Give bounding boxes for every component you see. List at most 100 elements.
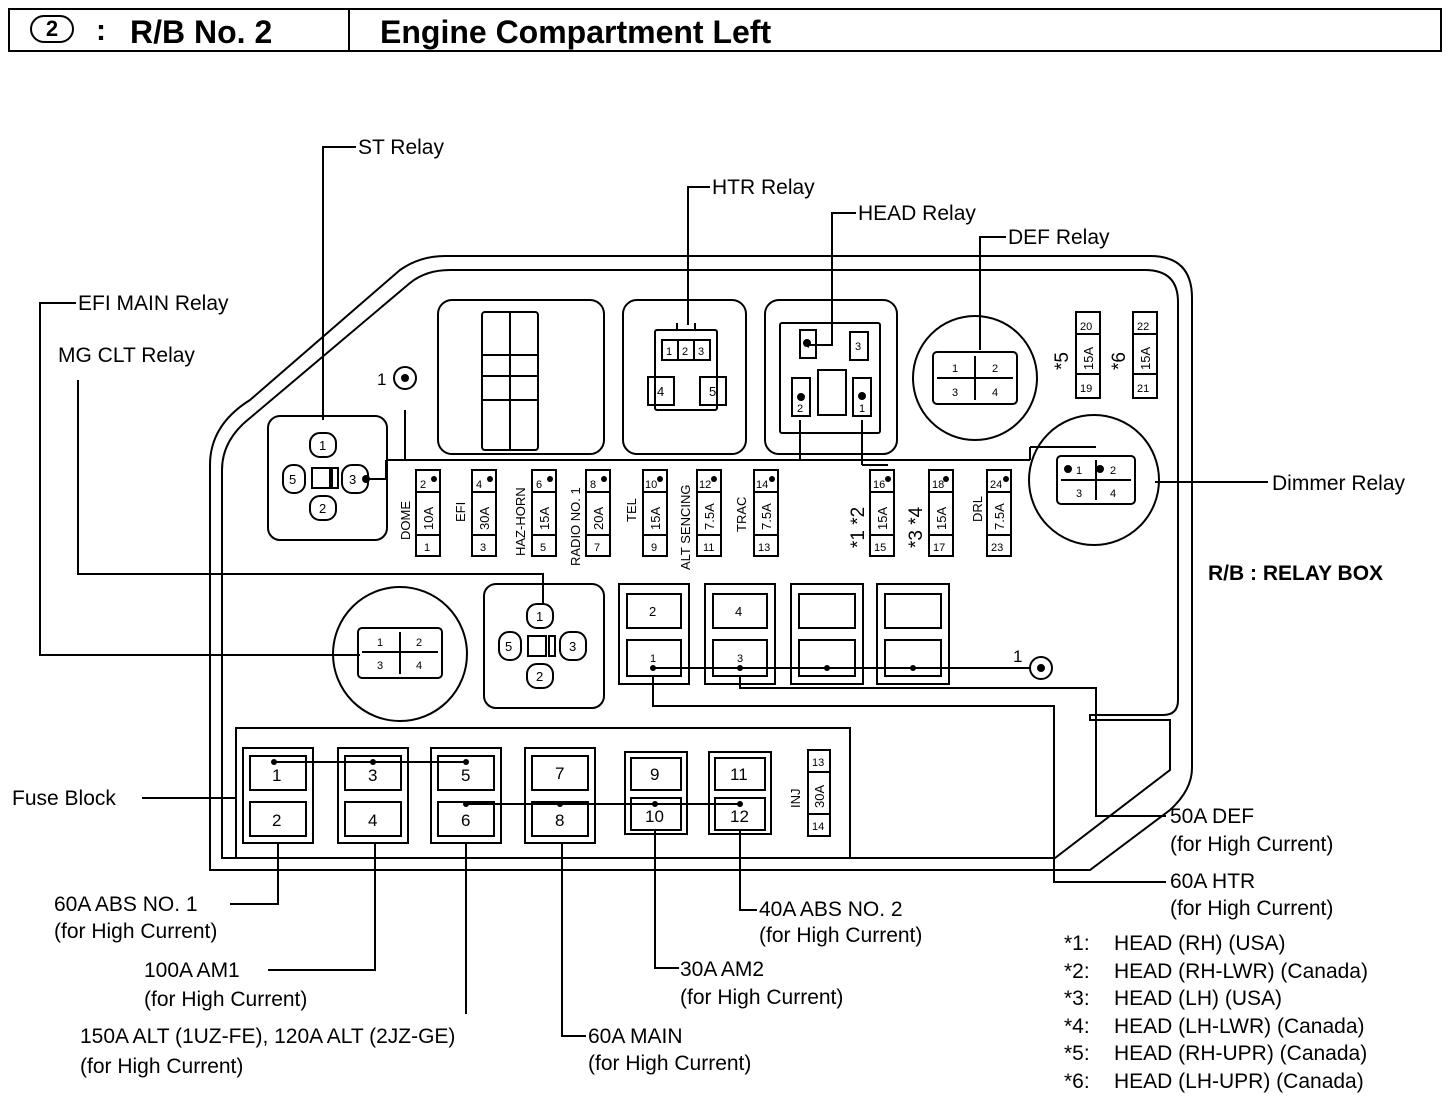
fuse-15-bottom: 15 [874,542,886,554]
ground-label-top: 1 [377,370,386,389]
def-relay-housing [912,315,1038,441]
callout-50a-def-note: (for High Current) [1170,833,1333,856]
fuse-tel-amp: 15A [648,507,663,530]
fuse-block-5: 5 [461,766,470,785]
fuse-efi-name: EFI [453,502,468,522]
fuse-radio-amp: 20A [591,507,606,530]
fuse-radio-bottom: 7 [594,542,600,554]
dimmer-relay-label: Dimmer Relay [1272,472,1406,495]
callout-30a-am2: 30A AM2 [680,958,764,981]
fuse-alt-name: ALT SENCING [678,485,693,570]
htr-pin-3: 3 [698,346,704,358]
fuse-trac-name: TRAC [734,497,749,532]
fuse-16-top: 16 [873,479,885,491]
mid-relay-4 [876,583,950,685]
fuse-radio-name: RADIO NO. 1 [568,487,583,566]
mid-relay-1-pin-2: 2 [649,604,656,619]
fuse-haz-horn-name: HAZ-HORN [513,487,528,556]
fuse-trac-bottom: 13 [758,542,770,554]
footnote-key-5: *5: [1064,1042,1090,1065]
fuse-trac-top: 14 [756,479,768,491]
footnote-2: HEAD (RH-LWR) (Canada) [1114,960,1368,983]
footnote-4: HEAD (LH-LWR) (Canada) [1114,1015,1365,1038]
def-pin-2: 2 [992,363,998,375]
fuse-block-14: 14 [812,821,824,833]
dimmer-pin-2: 2 [1110,465,1116,477]
footnote-6: HEAD (LH-UPR) (Canada) [1114,1070,1364,1093]
fuse-18-top: 18 [932,479,944,491]
fuse-radio-top: 8 [590,479,596,491]
fuse-dome-name: DOME [398,501,413,540]
fuse-20-top: 20 [1080,321,1092,333]
fuse-block-1: 1 [272,766,281,785]
relay-box-inner-outline [221,269,1179,859]
ground-point-mid [1029,656,1053,680]
fuse-16-amp: 15A [875,507,890,530]
dimmer-pin-3: 3 [1076,488,1082,500]
fuse-20-name: *5 [1052,352,1073,370]
footnote-key-1: *1: [1064,932,1090,955]
htr-pin-1: 1 [666,346,672,358]
page-title: Engine Compartment Left [380,14,772,50]
callout-60a-abs1-note: (for High Current) [54,920,217,943]
htr-pin-2: 2 [682,346,688,358]
fuse-dome-amp: 10A [421,507,436,530]
callout-30a-am2-note: (for High Current) [680,986,843,1009]
fuse-haz-top: 6 [536,479,542,491]
fuse-alt-bottom: 11 [703,542,714,554]
efi-pin-2: 2 [416,637,422,649]
footnote-1: HEAD (RH) (USA) [1114,932,1286,955]
ground-point-top [393,366,417,390]
head-pin-4: 4 [804,339,810,351]
htr-pin-4: 4 [657,384,664,399]
page-header: 2 : R/B No. 2 Engine Compartment Left [8,8,1442,52]
callout-40a-abs2-note: (for High Current) [759,924,922,947]
fuse-block-9: 9 [650,765,659,784]
callout-60a-main-note: (for High Current) [588,1052,751,1075]
fuse-block-13: 13 [812,757,824,769]
footnote-key-3: *3: [1064,987,1090,1010]
fuse-haz-horn-amp: 15A [537,507,552,530]
fuse-22-name: *6 [1109,352,1130,370]
callout-40a-abs2: 40A ABS NO. 2 [759,898,903,921]
fuse-alt-amp: 7.5A [702,503,717,530]
mg-clt-relay-label: MG CLT Relay [58,344,195,367]
htr-relay-label: HTR Relay [712,176,815,199]
fuse-tel-bottom: 9 [651,542,657,554]
fuse-22-top: 22 [1137,321,1149,333]
st-pin-5: 5 [289,472,296,487]
header-colon: : [96,14,106,47]
fuse-group-top-right [1075,311,1158,399]
fuse-drl-name: DRL [970,496,985,522]
callout-60a-main: 60A MAIN [588,1025,683,1048]
header-divider [348,10,350,50]
st-pin-2: 2 [319,501,326,516]
fuse-block-housing [235,727,851,859]
efi-pin-4: 4 [416,660,422,672]
fuse-dome-bottom: 1 [424,542,430,554]
fuse-block-3: 3 [368,766,377,785]
fuse-19-bottom: 19 [1080,383,1092,395]
fuse-tel-name: TEL [624,498,639,522]
relay-box-code: R/B No. 2 [130,14,273,50]
mg-pin-1: 1 [536,609,543,624]
callout-alt-note: (for High Current) [80,1055,243,1078]
footnote-3: HEAD (LH) (USA) [1114,987,1282,1010]
st-relay-label: ST Relay [358,136,444,159]
dimmer-relay-housing [1028,414,1160,546]
callout-100a-am1: 100A AM1 [144,959,240,982]
fuse-trac-amp: 7.5A [759,503,774,530]
fuse-block-inj-name: INJ [788,789,803,809]
fuse-18-amp: 15A [934,507,949,530]
htr-relay-housing [622,299,747,455]
def-relay-label: DEF Relay [1008,226,1110,249]
fuse-16-name: *1 *2 [848,507,869,548]
callout-50a-def: 50A DEF [1170,805,1254,828]
mid-relay-2-pin-4: 4 [735,604,742,619]
fuse-block-11: 11 [730,765,748,784]
fuse-row [415,469,1012,557]
efi-pin-1: 1 [377,637,383,649]
callout-60a-htr-note: (for High Current) [1170,897,1333,920]
relay-box-legend: R/B : RELAY BOX [1208,562,1383,585]
